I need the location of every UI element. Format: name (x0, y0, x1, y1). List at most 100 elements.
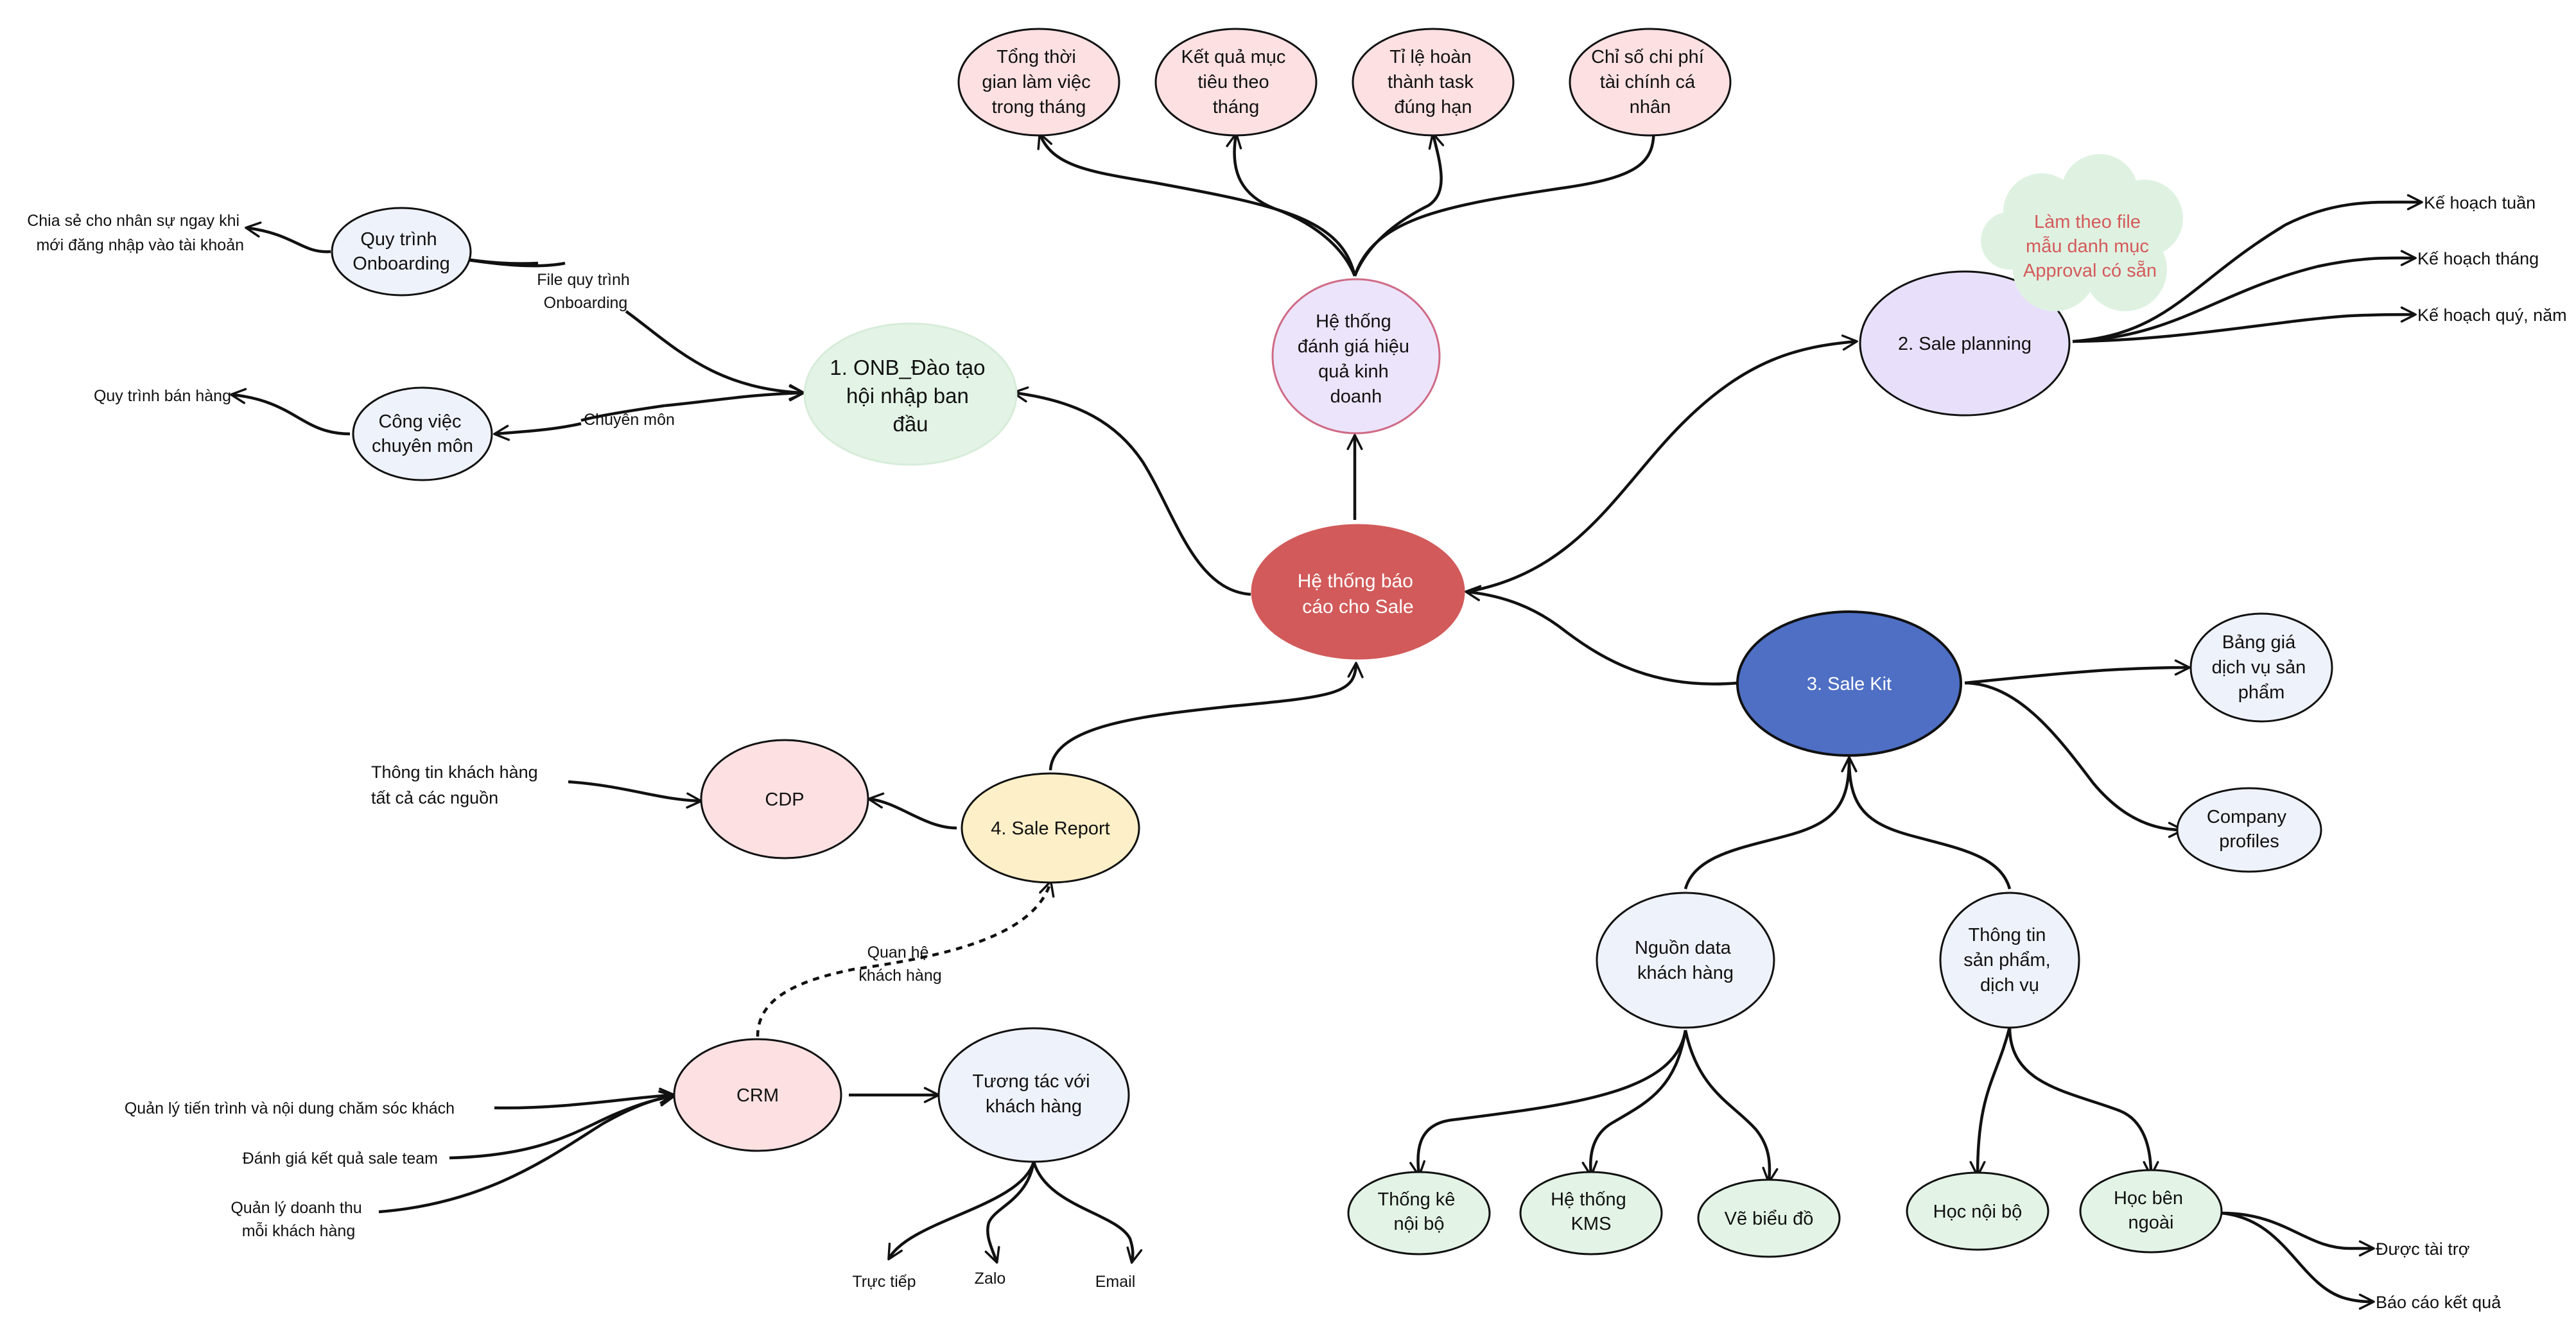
edge-crm-report (756, 880, 1055, 1037)
file-quy-trinh-label: File quy trình Onboarding (537, 271, 634, 312)
planning-note-line-1: Làm theo file (2034, 212, 2141, 232)
metric-node-2[interactable]: Kết quả mục tiêu theo tháng (1154, 28, 1318, 137)
svg-text:Thông tin sản phẩm,: Thông tin sản phẩm, dịch vụ (1963, 925, 2055, 996)
crm-input-1-label: Quản lý tiến trình và nội dung chăm sóc … (125, 1099, 455, 1117)
cong-viec-line-2: chuyên môn (372, 436, 473, 456)
root-label-line-2: cáo cho Sale (1302, 596, 1413, 617)
nguon-data-line-1: Nguồn data (1635, 938, 1732, 958)
crm-node[interactable]: CRM (673, 1038, 842, 1152)
danh-gia-line-3: quả kinh (1318, 361, 1389, 382)
duoc-tai-tro-label: Được tài trợ (2376, 1239, 2470, 1259)
onb-label-line-1: 1. ONB_Đào tạo (830, 356, 985, 379)
edge-report-cdp (867, 792, 957, 830)
metric-3-line-2: thành task (1388, 72, 1474, 92)
danh-gia-node[interactable]: Hệ thống đánh giá hiệu quả kinh doanh (1271, 278, 1441, 435)
edge-root-onb (1012, 386, 1251, 596)
edge-congviec-chuyenmon (580, 404, 665, 422)
quy-trinh-onboarding-node[interactable]: Quy trình Onboarding (331, 207, 472, 297)
edge-root-planning (1466, 334, 1858, 594)
svg-text:Học bên ngoài: Học bên ngoài (2114, 1188, 2188, 1233)
bang-gia-line-2: dịch vụ sản (2212, 657, 2306, 678)
edge-salekit-banggia (1964, 659, 2191, 685)
chia-se-line-2: mới đăng nhập vào tài khoản (36, 236, 244, 254)
quy-trinh-onboarding-line-1: Quy trình (360, 229, 437, 250)
sale-planning-label: 2. Sale planning (1898, 334, 2032, 354)
danh-gia-line-2: đánh giá hiệu (1298, 336, 1409, 357)
edge-salekit-company (1964, 681, 2184, 838)
cong-viec-chuyen-mon-node[interactable]: Công việc chuyên môn (352, 386, 493, 481)
cong-viec-line-1: Công việc (378, 411, 461, 432)
plan-label-1: Kế hoạch tuần (2424, 193, 2536, 212)
edge-input1-crm (494, 1087, 675, 1110)
svg-text:Tỉ lệ hoàn thành task: Tỉ lệ hoàn thành task đúng hạn (1388, 47, 1479, 117)
sale-report-node[interactable]: 4. Sale Report (961, 772, 1140, 884)
edge-planning-plan-2 (2072, 250, 2417, 343)
svg-text:Công việc chuyên môn: Công việc chuyên môn (372, 411, 473, 456)
thong-tin-sp-node[interactable]: Thông tin sản phẩm, dịch vụ (1939, 892, 2080, 1029)
bang-gia-node[interactable]: Bảng giá dịch vụ sản phẩm (2189, 612, 2333, 723)
metric-4-line-1: Chỉ số chi phí (1591, 47, 1704, 67)
edge-hocbenngoai-baocao (2221, 1211, 2375, 1310)
onb-label: 1. ONB_Đào tạo hội nhập ban đầu (830, 356, 991, 436)
kms-node[interactable]: Hệ thống KMS (1519, 1171, 1663, 1255)
svg-text:Tổng thời gian làm việc: Tổng thời gian làm việc trong tháng (982, 47, 1095, 117)
danh-gia-line-4: doanh (1330, 386, 1382, 407)
planning-note-text: Làm theo file mẫu danh mục Approval có s… (2023, 212, 2157, 281)
planning-note-line-3: Approval có sẵn (2023, 260, 2157, 281)
edge-nguondata-vebieudo (1684, 1030, 1779, 1184)
svg-text:Thống kê nội bộ: Thống kê nội bộ (1378, 1189, 1461, 1234)
edge-danhgia-metric-4 (1353, 118, 1663, 277)
company-line-2: profiles (2219, 831, 2279, 852)
root-label: Hệ thống báo cáo cho Sale (1298, 571, 1419, 617)
planning-note-cloud: Làm theo file mẫu danh mục Approval có s… (1981, 154, 2183, 311)
sale-report-label: 4. Sale Report (991, 818, 1110, 839)
svg-text:Company profiles: Company profiles (2207, 807, 2292, 852)
company-profiles-node[interactable]: Company profiles (2176, 787, 2322, 873)
hoc-ben-ngoai-line-1: Học bên (2114, 1188, 2183, 1209)
nguon-data-line-2: khách hàng (1637, 963, 1734, 983)
plan-label-2: Kế hoạch tháng (2417, 249, 2539, 268)
metric-node-4[interactable]: Chỉ số chi phí tài chính cá nhân (1569, 28, 1732, 137)
edge-quytrinh-chiase (245, 221, 331, 254)
hoc-ben-ngoai-node[interactable]: Học bên ngoài (2079, 1169, 2223, 1254)
bang-gia-line-3: phẩm (2238, 682, 2285, 703)
tuong-tac-node[interactable]: Tương tác với khách hàng (937, 1027, 1130, 1163)
edge-root-salekit (1465, 585, 1739, 686)
metric-4-line-3: nhân (1630, 97, 1671, 117)
hoc-noi-bo-label: Học nội bộ (1933, 1202, 2023, 1222)
cdp-node[interactable]: CDP (700, 739, 869, 859)
metric-3-line-3: đúng hạn (1395, 97, 1472, 117)
metric-1-line-1: Tổng thời (996, 47, 1076, 67)
crm-input-3-line-2: mỗi khách hàng (242, 1221, 356, 1240)
nguon-data-node[interactable]: Nguồn data khách hàng (1596, 892, 1775, 1029)
edge-danhgia-metric-3 (1353, 132, 1445, 277)
root-label-line-1: Hệ thống báo (1298, 571, 1413, 592)
kms-line-2: KMS (1571, 1214, 1612, 1234)
metric-node-3[interactable]: Tỉ lệ hoàn thành task đúng hạn (1352, 28, 1515, 137)
thong-ke-line-2: nội bộ (1393, 1214, 1444, 1234)
chia-se-label: Chia sẻ cho nhân sự ngay khi mới đăng nh… (27, 212, 244, 254)
hoc-ben-ngoai-line-2: ngoài (2128, 1212, 2174, 1233)
metric-node-1[interactable]: Tổng thời gian làm việc trong tháng (957, 28, 1120, 137)
edge-tuongtac-email (1032, 1161, 1143, 1264)
edge-planning-plan-3 (2072, 306, 2417, 343)
edge-chuyenmon-onb (664, 385, 805, 408)
metric-2-line-1: Kết quả mục (1181, 47, 1286, 67)
quan-he-label: Quan hệ khách hàng (858, 944, 941, 985)
onb-node[interactable]: 1. ONB_Đào tạo hội nhập ban đầu (803, 322, 1018, 466)
chuyen-mon-label: Chuyên môn (584, 411, 675, 429)
ve-bieu-do-node[interactable]: Vẽ biểu đồ (1697, 1178, 1841, 1258)
sale-kit-node[interactable]: 3. Sale Kit (1736, 610, 1962, 757)
svg-text:Bảng giá dịch vụ sản: Bảng giá dịch vụ sản phẩm (2212, 632, 2311, 703)
sale-planning-node[interactable]: 2. Sale planning (1859, 270, 2071, 417)
root-node[interactable]: Hệ thống báo cáo cho Sale (1251, 524, 1465, 660)
svg-text:Hệ thống KMS: Hệ thống KMS (1551, 1189, 1632, 1234)
planning-note-line-2: mẫu danh mục (2026, 236, 2149, 257)
thong-ke-node[interactable]: Thống kê nội bộ (1347, 1171, 1491, 1255)
hoc-noi-bo-node[interactable]: Học nội bộ (1906, 1171, 2049, 1251)
quan-he-line-1: Quan hệ (867, 944, 929, 962)
edge-congviec-quytrinhbanhang (230, 388, 351, 436)
svg-text:Nguồn data khách hàng: Nguồn data khách hàng (1635, 938, 1736, 983)
tuong-tac-line-2: khách hàng (986, 1096, 1082, 1117)
svg-text:Tương tác với khách hàng: Tương tác với khách hàng (972, 1071, 1095, 1117)
